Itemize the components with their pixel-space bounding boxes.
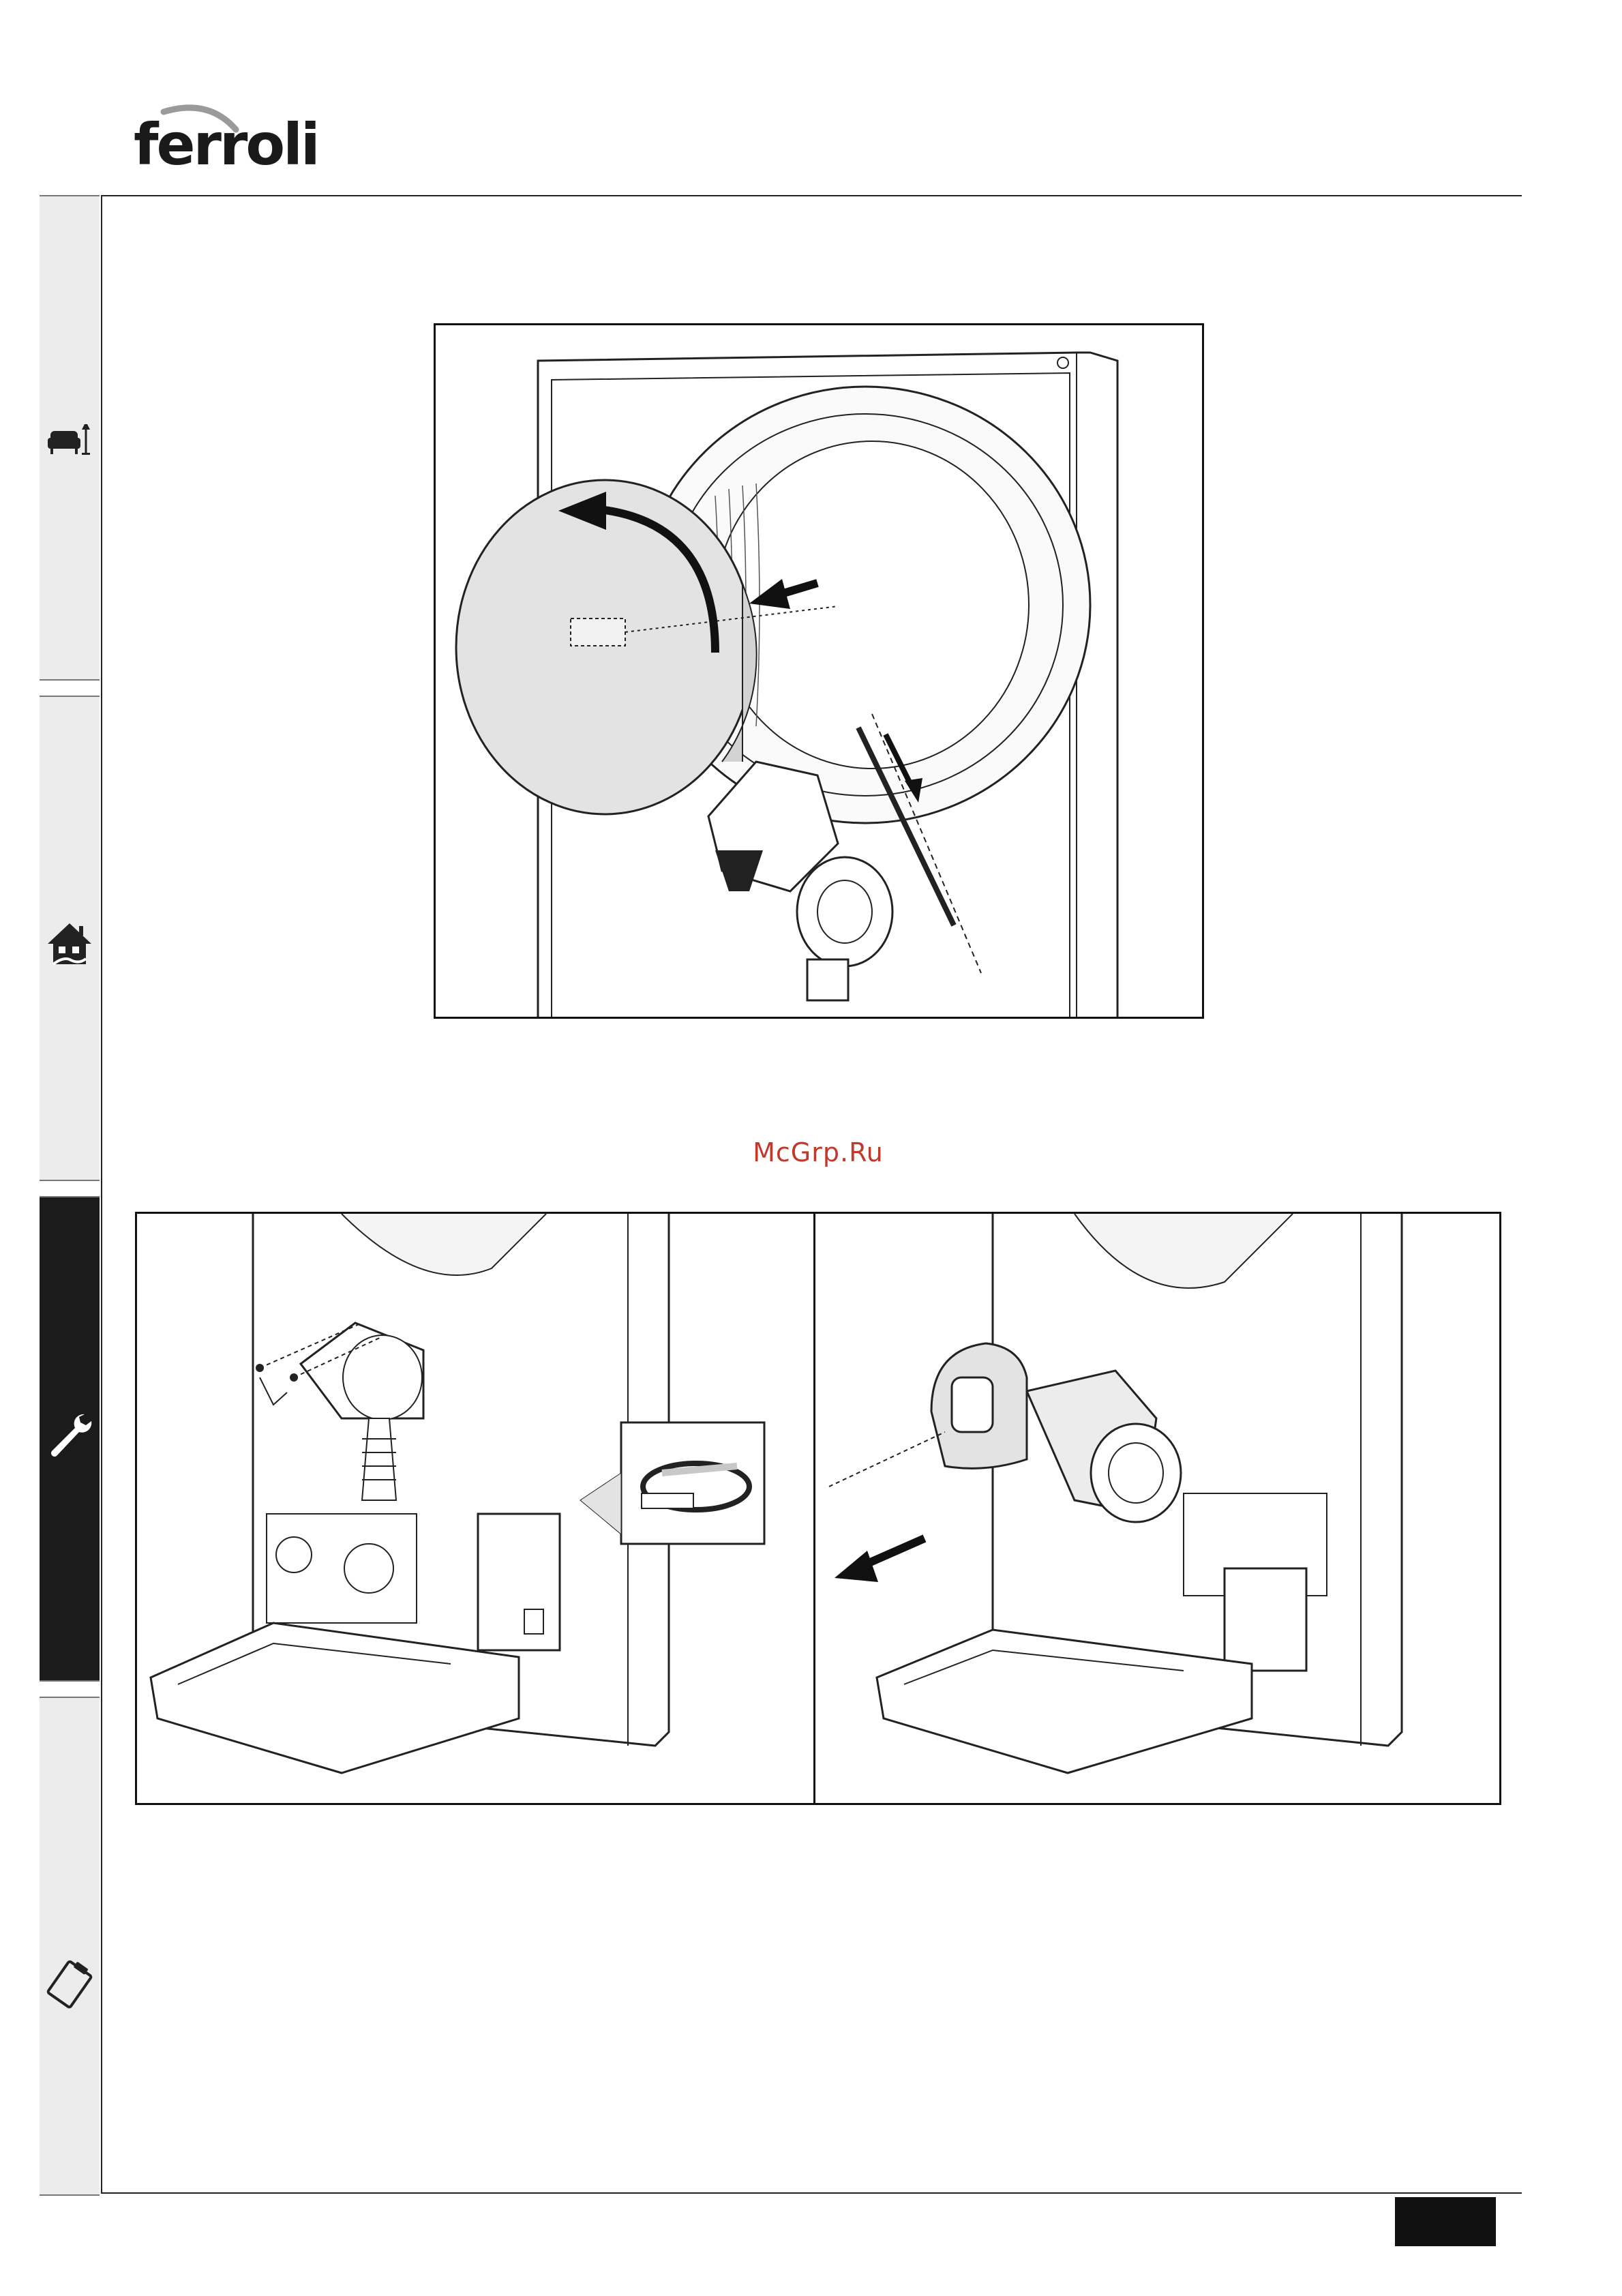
watermark-text: McGrp.Ru: [743, 1137, 893, 1167]
clipboard-icon: [44, 1958, 95, 2010]
figure-fan-removal: [813, 1212, 1501, 1805]
figure-burner-cover: [434, 323, 1204, 1019]
tab-service[interactable]: [40, 1196, 100, 1682]
tab-technical-data[interactable]: [40, 1697, 100, 2196]
figure-fan-clamp: [135, 1212, 820, 1805]
armchair-icon: [44, 415, 95, 466]
burner-cover-illustration: [436, 325, 1202, 1017]
wrench-icon: [44, 1409, 95, 1461]
fan-clamp-illustration: [137, 1214, 817, 1803]
house-icon: [44, 918, 95, 970]
logo-text: ferroli: [134, 116, 318, 173]
tab-installer[interactable]: [40, 696, 100, 1181]
footer-rule: [101, 2192, 1522, 2194]
brand-logo: ferroli: [134, 102, 290, 177]
tab-user[interactable]: [40, 195, 100, 681]
header-rule: [101, 195, 1522, 196]
side-tab-strip: [40, 195, 102, 2193]
page-number-box: [1395, 2197, 1496, 2246]
fan-removal-illustration: [815, 1214, 1499, 1803]
